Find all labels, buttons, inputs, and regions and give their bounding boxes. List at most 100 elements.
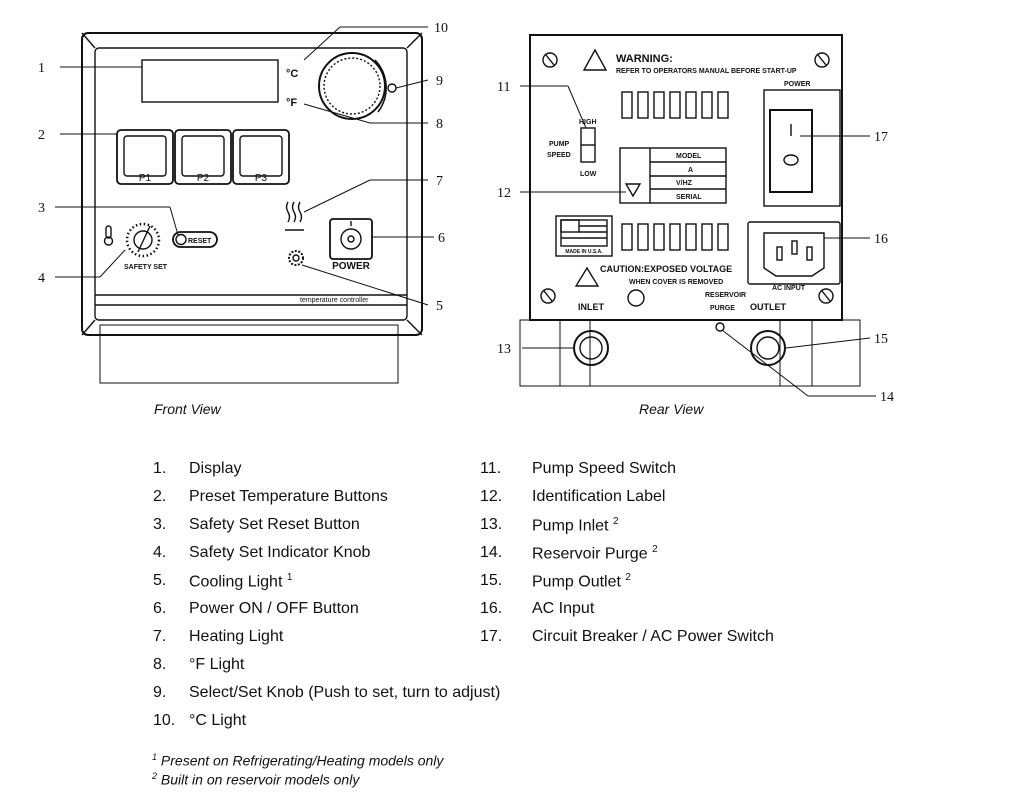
- legend-footnote-ref: 1: [286, 572, 293, 583]
- footnote-text: Built in on reservoir models only: [160, 771, 360, 788]
- pump-speed-low-label: LOW: [580, 171, 597, 178]
- pump-speed-switch[interactable]: [580, 127, 596, 163]
- legend-footnote-ref: 2: [625, 572, 631, 583]
- preset-p1-label: P1: [139, 173, 152, 184]
- legend-number: 3.: [153, 516, 167, 533]
- legend-item: 4. Safety Set Indicator Knob: [153, 544, 370, 562]
- reservoir-label: RESERVOIR: [705, 292, 746, 299]
- legend-number: 1.: [153, 460, 167, 477]
- power-button-label: POWER: [332, 261, 371, 272]
- rear-panel-housing: [519, 34, 861, 387]
- legend-text: °F Light: [189, 656, 245, 673]
- callout-leaders: [55, 26, 876, 397]
- usa-flag-icon: [555, 215, 613, 257]
- inlet-label: INLET: [578, 302, 605, 312]
- legend-number: 2.: [153, 488, 167, 505]
- legend-item: 2. Preset Temperature Buttons: [153, 488, 388, 506]
- pump-speed-high-label: HIGH: [579, 119, 597, 126]
- caution-line-2: WHEN COVER IS REMOVED: [629, 279, 723, 286]
- made-in-usa-label: MADE IN U.S.A.: [565, 249, 603, 255]
- legend-number: 4.: [153, 544, 167, 561]
- legend-number: 16.: [480, 600, 503, 617]
- legend-item: 8. °F Light: [153, 656, 244, 674]
- legend-text: Identification Label: [532, 488, 666, 505]
- select-set-knob[interactable]: [318, 52, 397, 120]
- callout-16: 16: [874, 232, 888, 247]
- legend-footnote-ref: 2: [652, 544, 658, 555]
- preset-button-p1[interactable]: [116, 129, 174, 185]
- preset-button-p3[interactable]: [232, 129, 290, 185]
- legend-item: 17. Circuit Breaker / AC Power Switch: [480, 628, 774, 646]
- legend-item: 12. Identification Label: [480, 488, 665, 506]
- vent-slots-lower: [621, 223, 729, 251]
- legend-item: 15. Pump Outlet 2: [480, 572, 631, 590]
- vent-slots-upper: [621, 91, 729, 119]
- legend-number: 13.: [480, 516, 503, 533]
- legend-text: Select/Set Knob (Push to set, turn to ad…: [189, 684, 501, 701]
- footnote-marker: 2: [152, 771, 158, 781]
- temperature-display: [141, 59, 279, 103]
- caution-triangle-icon: [574, 266, 600, 287]
- legend-text: Preset Temperature Buttons: [189, 488, 388, 505]
- callout-6: 6: [438, 231, 445, 246]
- callout-15: 15: [874, 332, 888, 347]
- legend-number: 15.: [480, 572, 503, 589]
- legend-text: Circuit Breaker / AC Power Switch: [532, 628, 774, 645]
- celsius-light-label: °C: [286, 68, 298, 80]
- warning-triangle-icon: [582, 48, 608, 71]
- callout-14: 14: [880, 390, 894, 405]
- footnote-marker: 1: [152, 752, 158, 762]
- callout-11: 11: [497, 80, 510, 95]
- ce-mark-icon: [627, 289, 645, 307]
- legend-text: Safety Set Reset Button: [189, 516, 360, 533]
- legend-number: 11.: [480, 460, 502, 477]
- id-field-serial: SERIAL: [676, 194, 702, 201]
- legend-item: 7. Heating Light: [153, 628, 283, 646]
- legend-text: Pump Outlet: [532, 573, 621, 591]
- rear-power-label: POWER: [784, 81, 810, 88]
- pump-speed-speed-label: SPEED: [547, 152, 571, 159]
- callout-8: 8: [436, 117, 443, 132]
- power-switch[interactable]: [763, 89, 841, 207]
- legend-item: 3. Safety Set Reset Button: [153, 516, 360, 534]
- safety-set-indicator-knob[interactable]: [125, 222, 161, 258]
- legend-number: 5.: [153, 572, 167, 589]
- front-panel-housing: [81, 32, 423, 384]
- legend-item: 14. Reservoir Purge 2: [480, 544, 658, 562]
- safety-set-label: SAFETY SET: [124, 264, 168, 271]
- power-button[interactable]: [329, 218, 373, 260]
- legend-item: 1. Display: [153, 460, 241, 478]
- callout-17: 17: [874, 130, 888, 145]
- callout-7: 7: [436, 174, 443, 189]
- screw-icon: [818, 288, 834, 304]
- warning-title: WARNING:: [616, 53, 673, 65]
- legend-number: 9.: [153, 684, 167, 701]
- preset-p2-label: P2: [197, 173, 210, 184]
- outlet-label: OUTLET: [750, 302, 786, 312]
- legend-number: 7.: [153, 628, 167, 645]
- callout-4: 4: [38, 271, 45, 286]
- legend-number: 6.: [153, 600, 167, 617]
- reset-button-label: RESET: [188, 238, 212, 245]
- id-field-volts-hz: V/HZ: [676, 180, 693, 187]
- cooling-light-icon: [288, 250, 304, 266]
- identification-label: [619, 147, 727, 204]
- callout-1: 1: [38, 61, 45, 76]
- callout-13: 13: [497, 342, 511, 357]
- id-field-amps: A: [688, 167, 693, 174]
- ac-input-socket: [747, 221, 841, 285]
- purge-label: PURGE: [710, 305, 735, 312]
- legend-item: 5. Cooling Light 1: [153, 572, 292, 590]
- legend-text: Heating Light: [189, 628, 284, 645]
- screw-icon: [540, 288, 556, 304]
- legend-item: 11. Pump Speed Switch: [480, 460, 676, 478]
- preset-button-p2[interactable]: [174, 129, 232, 185]
- safety-reset-button[interactable]: [172, 231, 218, 248]
- preset-p3-label: P3: [255, 173, 268, 184]
- legend-text: Cooling Light: [189, 573, 283, 591]
- legend-item: 10. °C Light: [153, 712, 246, 730]
- pump-speed-pump-label: PUMP: [549, 141, 570, 148]
- footnote-2: 2 Built in on reservoir models only: [152, 771, 359, 788]
- ac-input-label: AC INPUT: [772, 285, 806, 292]
